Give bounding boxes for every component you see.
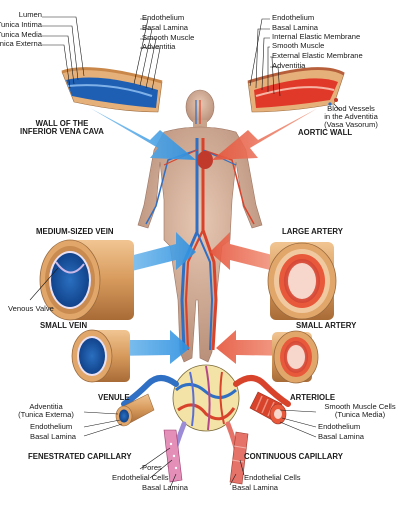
title-venule: VENULE <box>98 393 130 402</box>
label-tunica-media: Tunica Media <box>0 30 42 39</box>
capillary-bed-illustration <box>121 364 291 469</box>
title-large-artery: LARGE ARTERY <box>282 227 343 236</box>
venule-illustration <box>115 393 155 427</box>
large-artery-illustration <box>267 242 337 320</box>
label-aorta-smooth-muscle: Smooth Muscle <box>272 41 325 50</box>
medium-vein-illustration <box>39 239 134 321</box>
label-external-elastic-membrane: External Elastic Membrane <box>272 51 363 60</box>
small-artery-illustration <box>272 330 319 384</box>
label-ivc-basal-lamina: Basal Lamina <box>142 23 189 32</box>
label-fenestrated-endothelial-cells: Endothelial Cells <box>112 473 169 482</box>
title-aortic-wall: AORTIC WALL <box>298 128 353 137</box>
label-fenestrated-basal-lamina: Basal Lamina <box>142 483 189 492</box>
human-body-figure <box>137 89 263 363</box>
title-small-vein: SMALL VEIN <box>40 321 88 330</box>
arteriole-illustration <box>249 391 287 425</box>
title-small-artery: SMALL ARTERY <box>296 321 357 330</box>
label-venule-adventitia: Adventitia (Tunica Externa) <box>18 402 74 420</box>
label-venous-valve: Venous Valve <box>8 304 54 313</box>
title-medium-vein: MEDIUM-SIZED VEIN <box>36 227 114 236</box>
small-vein-illustration <box>71 329 130 383</box>
label-arteriole-smooth-muscle: Smooth Muscle Cells (Tunica Media) <box>324 402 396 420</box>
label-tunica-externa: Tunica Externa <box>0 39 42 48</box>
label-ivc-endothelium: Endothelium <box>142 13 185 22</box>
title-fenestrated-capillary: FENESTRATED CAPILLARY <box>28 452 132 461</box>
ivc-wall-illustration <box>61 67 163 113</box>
title-continuous-capillary: CONTINUOUS CAPILLARY <box>244 452 343 461</box>
label-internal-elastic-membrane: Internal Elastic Membrane <box>272 32 361 41</box>
label-vasa-vasorum: Blood Vessels in the Adventitia (Vasa Va… <box>324 104 378 130</box>
label-arteriole-basal-lamina: Basal Lamina <box>318 432 365 441</box>
label-venule-endothelium: Endothelium <box>30 422 73 431</box>
leader-lines <box>29 16 341 489</box>
label-fenestrated-pores: Pores <box>142 463 162 472</box>
label-aorta-basal-lamina: Basal Lamina <box>272 23 319 32</box>
label-tunica-intima: Tunica Intima <box>0 20 42 29</box>
label-venule-basal-lamina: Basal Lamina <box>30 432 77 441</box>
label-ivc-adventitia: Adventitia <box>142 42 176 51</box>
label-continuous-endothelial-cells: Endothelial Cells <box>244 473 301 482</box>
label-ivc-smooth-muscle: Smooth Muscle <box>142 33 195 42</box>
label-aorta-endothelium: Endothelium <box>272 13 315 22</box>
fenestrated-capillary-illustration <box>163 429 183 483</box>
label-aorta-adventitia: Adventitia <box>272 61 306 70</box>
title-ivc-wall: WALL OF THE INFERIOR VENA CAVA <box>20 119 104 137</box>
aortic-wall-illustration <box>247 67 345 113</box>
label-arteriole-endothelium: Endothelium <box>318 422 361 431</box>
title-arteriole: ARTERIOLE <box>290 393 336 402</box>
continuous-capillary-illustration <box>229 431 249 485</box>
label-lumen: Lumen <box>18 10 42 19</box>
label-continuous-basal-lamina: Basal Lamina <box>232 483 279 492</box>
